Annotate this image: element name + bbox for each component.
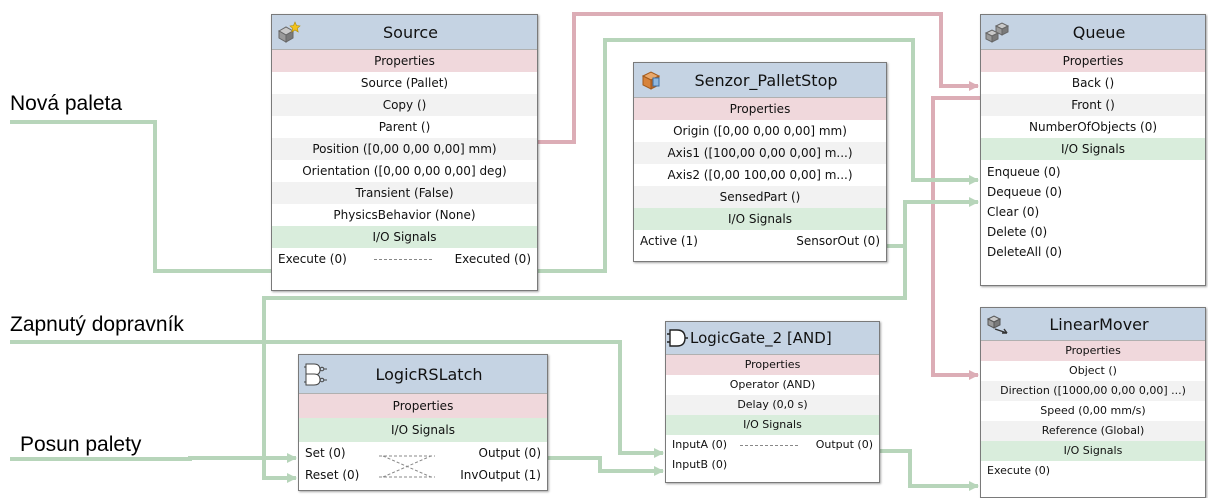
gate-prop-operator[interactable]: Operator (AND) [729,378,816,391]
mover-title: LinearMover [1049,314,1149,334]
sensor-title: Senzor_PalletStop [694,70,838,90]
latch-block[interactable]: LogicRSLatch Properties I/O Signals Set … [298,354,548,491]
gate-properties-header[interactable]: Properties [666,355,879,375]
cubes-icon [981,15,1015,49]
latch-input-set[interactable]: Set (0) [305,446,346,460]
queue-prop-count[interactable]: NumberOfObjects (0) [1028,120,1158,134]
source-input-execute[interactable]: Execute (0) [278,252,347,266]
source-title: Source [383,22,438,42]
wire-queue-to-mover [931,96,1000,380]
source-io-row: Execute (0) Executed (0) [272,248,537,270]
wire-sensorout-to-dequeue [885,197,979,248]
wire-source-to-queue [538,12,979,144]
sensor-properties-header[interactable]: Properties [634,98,886,120]
mover-header[interactable]: LinearMover [981,308,1205,341]
queue-input-delete[interactable]: Delete (0) [987,225,1048,239]
queue-prop-back[interactable]: Back () [1071,76,1115,90]
gate-title: LogicGate_2 [AND] [690,329,832,347]
wire-posun [10,453,297,463]
wire-sensorout-to-reset [262,246,907,483]
sensor-prop-axis1[interactable]: Axis1 ([100,00 0,00 0,00] m...) [634,142,886,164]
gate-input-b[interactable]: InputB (0) [672,458,728,471]
source-prop-copy[interactable]: Copy () [272,94,537,116]
gate-internal-link [740,445,798,446]
gate-prop-delay[interactable]: Delay (0,0 s) [666,395,879,415]
source-prop-transient[interactable]: Transient (False) [272,182,537,204]
source-io-header[interactable]: I/O Signals [272,226,537,248]
gate-output[interactable]: Output (0) [815,438,873,451]
queue-input-deleteall[interactable]: DeleteAll (0) [987,245,1063,259]
sensor-block[interactable]: Senzor_PalletStop Properties Origin ([0,… [633,62,887,262]
mover-input-execute[interactable]: Execute (0) [987,464,1051,477]
latch-internal-links [379,455,435,478]
wire-nova-paleta [10,120,282,276]
source-prop-orientation[interactable]: Orientation ([0,00 0,00 0,00] deg) [302,164,507,178]
gate-io-header[interactable]: I/O Signals [666,415,879,435]
source-header[interactable]: Source [272,15,537,50]
sensor-prop-axis2[interactable]: Axis2 ([0,00 100,00 0,00] m...) [667,168,853,182]
gate-io-row-2: InputB (0) [666,455,879,475]
sensor-input-active[interactable]: Active (1) [640,234,698,248]
label-posun-palety: Posun palety [20,433,142,456]
latch-output-invoutput[interactable]: InvOutput (1) [460,468,541,482]
wire-zapnuty [10,340,664,458]
queue-title: Queue [1072,22,1126,42]
gate-input-a[interactable]: InputA (0) [672,438,728,451]
mover-io-row: Execute (0) [981,461,1205,481]
mover-io-header[interactable]: I/O Signals [981,441,1205,461]
queue-input-dequeue[interactable]: Dequeue (0) [987,185,1063,199]
sensor-prop-origin[interactable]: Origin ([0,00 0,00 0,00] mm) [673,124,847,138]
sensor-output-sensorout[interactable]: SensorOut (0) [796,234,880,248]
sensor-icon [634,63,668,97]
queue-header[interactable]: Queue [981,15,1205,50]
wire-gate-to-mover [878,449,979,491]
queue-inputs: Enqueue (0) Dequeue (0) Clear (0) Delete… [981,160,1205,262]
queue-input-clear[interactable]: Clear (0) [987,205,1040,219]
label-zapnuty-dopravnik: Zapnutý dopravník [10,313,184,336]
queue-block[interactable]: Queue Properties Back () Front () Number… [980,14,1206,286]
gate-io-row-1: InputA (0) Output (0) [666,435,879,455]
latch-io-header[interactable]: I/O Signals [299,418,547,442]
source-prop-parent[interactable]: Parent () [378,120,431,134]
queue-prop-front[interactable]: Front () [981,94,1205,116]
sensor-io-row: Active (1) SensorOut (0) [634,230,886,252]
gate-header[interactable]: LogicGate_2 [AND] [666,322,879,355]
source-output-executed[interactable]: Executed (0) [454,252,531,266]
source-block[interactable]: Source Properties Source (Pallet) Copy (… [271,14,538,291]
latch-io-row-1: Set (0) Output (0) [299,442,547,464]
mover-icon [981,308,1015,341]
sensor-prop-sensedpart[interactable]: SensedPart () [634,186,886,208]
source-properties-header[interactable]: Properties [272,50,537,72]
latch-io-row-2: Reset (0) InvOutput (1) [299,464,547,486]
label-nova-paleta: Nová paleta [10,92,123,115]
source-prop-position[interactable]: Position ([0,00 0,00 0,00] mm) [272,138,537,160]
mover-block[interactable]: LinearMover Properties Object () Directi… [980,307,1206,498]
mover-properties-header[interactable]: Properties [981,341,1205,361]
wire-latch-to-gate [548,456,664,476]
source-prop-physics[interactable]: PhysicsBehavior (None) [333,208,476,222]
queue-io-header[interactable]: I/O Signals [981,138,1205,160]
latch-title: LogicRSLatch [375,364,483,384]
cube-star-icon [272,15,306,49]
latch-output-output[interactable]: Output (0) [478,446,542,460]
mover-prop-reference[interactable]: Reference (Global) [981,421,1205,441]
wire-executed-to-enqueue [538,38,979,273]
mover-prop-object[interactable]: Object () [1069,364,1117,377]
sensor-header[interactable]: Senzor_PalletStop [634,63,886,98]
latch-header[interactable]: LogicRSLatch [299,355,547,394]
gate-block[interactable]: LogicGate_2 [AND] Properties Operator (A… [665,321,880,483]
latch-input-reset[interactable]: Reset (0) [305,468,360,482]
queue-input-enqueue[interactable]: Enqueue (0) [987,165,1061,179]
source-internal-link [374,259,432,260]
latch-properties-header[interactable]: Properties [299,394,547,418]
mover-prop-speed[interactable]: Speed (0,00 mm/s) [1040,404,1146,417]
and-gate-icon [666,322,690,355]
sensor-io-header[interactable]: I/O Signals [634,208,886,230]
latch-icon [299,357,333,391]
mover-prop-direction[interactable]: Direction ([1000,00 0,00 0,00] ...) [981,381,1205,401]
source-prop-source[interactable]: Source (Pallet) [360,76,449,90]
queue-properties-header[interactable]: Properties [981,50,1205,72]
